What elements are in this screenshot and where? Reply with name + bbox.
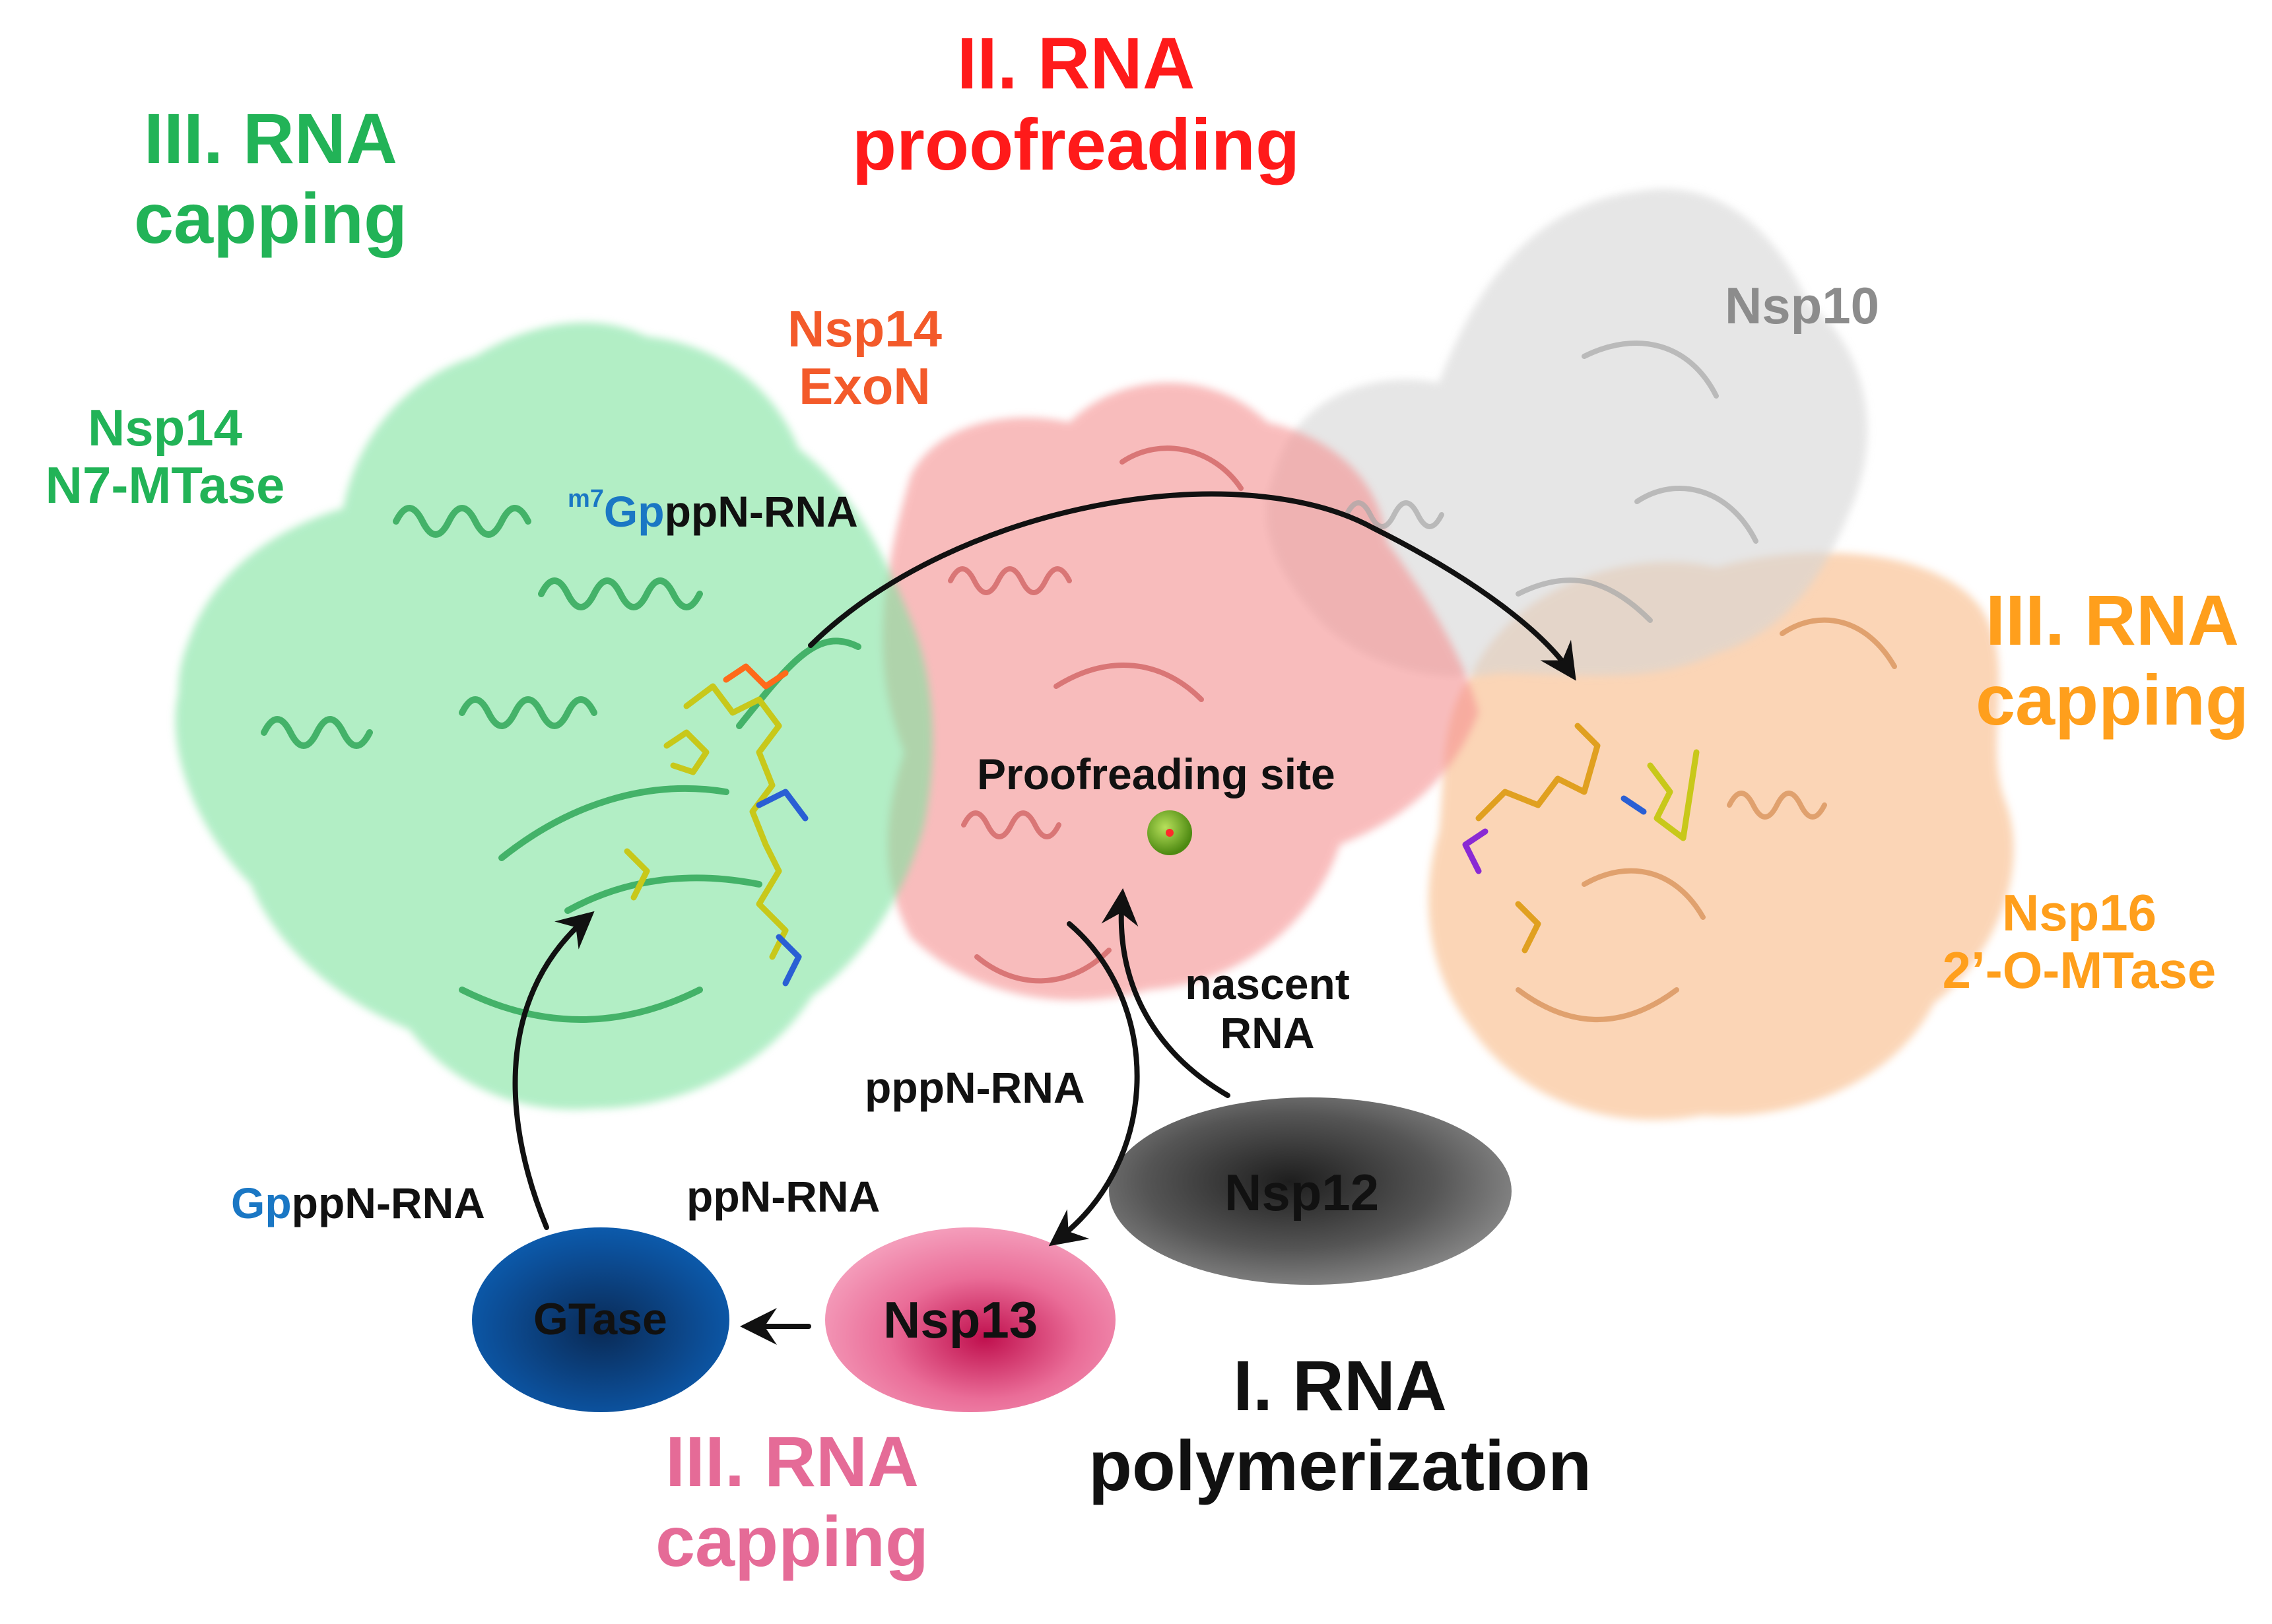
heading-polymerization: I. RNA polymerization <box>1056 1346 1624 1506</box>
gp-prefix: Gp <box>231 1179 292 1227</box>
heading-capping-nsp13: III. RNA capping <box>620 1421 964 1582</box>
gp-prefix: Gp <box>603 487 665 536</box>
label-nsp10: Nsp10 <box>1690 276 1914 335</box>
label-nsp14-exon: Nsp14 ExoN <box>752 300 977 416</box>
protein-label-line: Nsp16 <box>2001 884 2157 942</box>
nsp14-mtase-surface <box>175 322 933 1110</box>
nsp12-ellipse <box>1109 1097 1512 1285</box>
nsp16-surface <box>1428 552 2014 1121</box>
ligand-nsp16 <box>1462 723 1700 954</box>
nascent-line: RNA <box>1220 1008 1315 1057</box>
arrows <box>512 491 1576 1345</box>
arrow-gtase-to-mtase <box>512 911 595 1230</box>
label-nascent-rna: nascent RNA <box>1168 959 1366 1058</box>
nsp10-surface <box>1266 189 1867 677</box>
heading-line: capping <box>1975 659 2250 740</box>
protein-label-line: Nsp14 <box>87 399 243 457</box>
label-nsp16: Nsp16 2’-O-MTase <box>1927 884 2231 1000</box>
label-gtase: GTase <box>533 1294 667 1344</box>
protein-label-line: ExoN <box>799 357 931 416</box>
heading-line: I. RNA <box>1233 1346 1447 1425</box>
protein-label-line: Nsp14 <box>787 300 943 358</box>
heading-line: III. RNA <box>665 1421 919 1501</box>
heading-line: polymerization <box>1088 1425 1592 1505</box>
m7-superscript: m7 <box>568 485 604 513</box>
nsp16-ribbons <box>1516 617 1897 1022</box>
rna-suffix: ppN-RNA <box>664 487 858 536</box>
nsp13-ellipse <box>825 1227 1116 1412</box>
protein-label-line: Nsp10 <box>1724 276 1880 335</box>
label-nsp13: Nsp13 <box>883 1291 1038 1349</box>
label-ppn-rna: ppN-RNA <box>686 1172 881 1221</box>
rna-suffix: ppN-RNA <box>291 1179 485 1227</box>
heading-line: capping <box>133 178 408 258</box>
arrow-exon-to-nsp13 <box>1048 921 1140 1247</box>
nsp14-exon-ribbons <box>948 445 1244 984</box>
metal-ion-center <box>1166 829 1174 837</box>
arrow-nsp14-to-nsp16 <box>808 491 1576 681</box>
ligand-nsp14 <box>624 663 809 987</box>
label-m7gpppn-rna: m7GpppN-RNA <box>568 485 858 536</box>
label-nsp12: Nsp12 <box>1224 1163 1380 1221</box>
heading-capping-nsp16: III. RNA capping <box>1954 580 2271 740</box>
heading-line: capping <box>655 1501 929 1581</box>
heading-capping-nsp14: III. RNA capping <box>99 98 442 259</box>
nsp14-exon-surface <box>883 383 1479 1000</box>
label-pppn-rna: pppN-RNA <box>865 1063 1085 1112</box>
nascent-line: nascent <box>1185 959 1350 1008</box>
arrow-nsp12-to-exon <box>1101 888 1230 1098</box>
label-nsp14-mtase: Nsp14 N7-MTase <box>26 399 304 515</box>
heading-line: II. RNA <box>956 23 1195 104</box>
nsp10-ribbons <box>1344 341 1758 623</box>
heading-line: III. RNA <box>1985 580 2239 660</box>
protein-label-line: 2’-O-MTase <box>1942 941 2217 1000</box>
heading-line: III. RNA <box>143 98 397 178</box>
label-gpppn-rna: GpppN-RNA <box>231 1178 485 1228</box>
label-proofreading-site: Proofreading site <box>977 750 1335 798</box>
heading-proofreading: II. RNA proofreading <box>785 23 1366 185</box>
protein-label-line: N7-MTase <box>45 456 285 515</box>
gtase-ellipse <box>472 1227 729 1412</box>
heading-line: proofreading <box>852 104 1300 186</box>
